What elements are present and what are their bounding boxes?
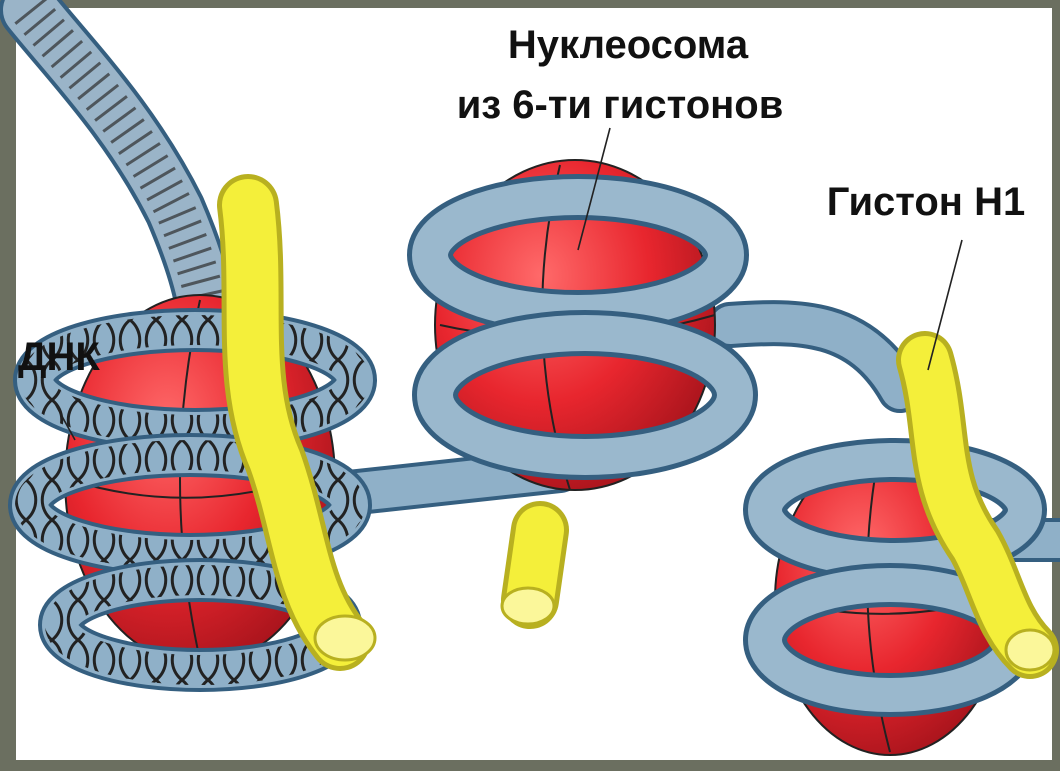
dna-label: ДНК: [18, 335, 100, 379]
histone-h1-label: Гистон Н1: [827, 180, 1025, 224]
nucleosome-label-line1: Нуклеосома: [508, 23, 749, 67]
nucleosome-label-line2: из 6-ти гистонов: [457, 83, 784, 127]
